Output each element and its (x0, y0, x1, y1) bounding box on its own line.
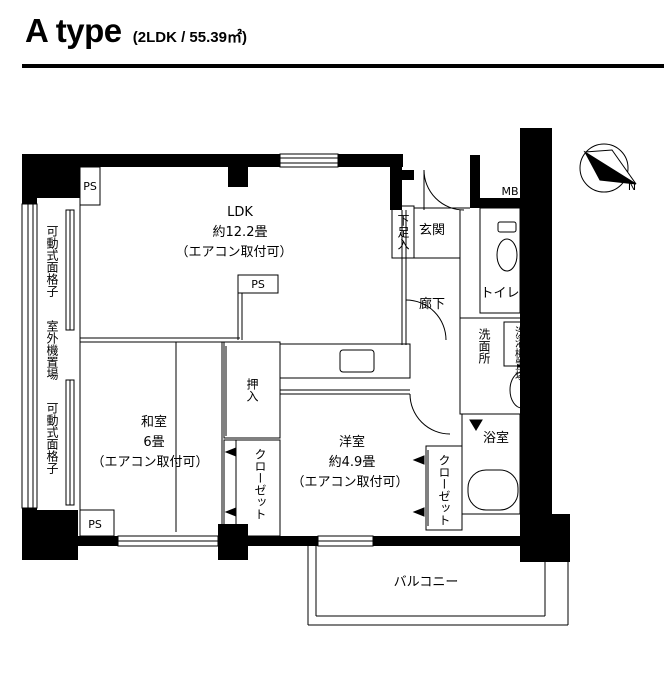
mb-label: MB (501, 185, 518, 198)
rouka-label: 廊下 (419, 296, 445, 312)
ps-label-3: PS (88, 518, 102, 531)
genkan-label: 玄関 (419, 223, 445, 238)
plan-type-title: A type (25, 12, 122, 49)
windows (21, 153, 374, 547)
youshitsu-name: 洋室 (339, 434, 365, 450)
lattice-label-2: 可動式面格子 (45, 402, 59, 474)
vertical-labels: 可動式面格子 室外機置場 可動式面格子 押入 クローゼット クローゼット 下足入… (45, 214, 527, 526)
ps-label-2: PS (251, 278, 265, 291)
youshitsu-note: （エアコン取付可） (291, 475, 408, 490)
ldk-size: 約12.2畳 (213, 225, 268, 240)
toilet-label: トイレ (480, 286, 519, 301)
compass-n-label: N (628, 180, 636, 193)
compass-icon (579, 143, 637, 193)
ldk-name: LDK (227, 205, 253, 220)
plan-type-subtitle: (2LDK / 55.39㎡) (132, 29, 247, 46)
closet-label-2: クローゼット (437, 454, 451, 526)
closet-label-1: クローゼット (253, 448, 267, 520)
youshitsu-size: 約4.9畳 (329, 455, 376, 470)
outdoor-unit-label: 室外機置場 (45, 319, 59, 381)
ldk-note: （エアコン取付可） (175, 245, 292, 260)
washitsu-name: 和室 (141, 414, 167, 430)
shoebox-label: 下足入 (396, 214, 410, 250)
washitsu-note: （エアコン取付可） (91, 455, 208, 470)
partitions (79, 166, 569, 626)
tana-label: 棚 (524, 261, 535, 275)
ps-label-1: PS (83, 180, 97, 193)
balcony-label: バルコニー (394, 575, 459, 590)
room-labels: LDK 約12.2畳 （エアコン取付可） 和室 6畳 （エアコン取付可） 洋室 … (83, 180, 636, 590)
washer-label: 洗濯機置場 (514, 326, 527, 382)
senmenjo-label: 洗面所 (477, 328, 491, 364)
yokushitsu-label: 浴室 (483, 430, 509, 446)
title-rule (22, 64, 664, 68)
washitsu-size: 6畳 (143, 435, 164, 450)
oshiire-label: 押入 (245, 378, 259, 402)
lattice-label-1: 可動式面格子 (45, 225, 59, 297)
page-title: A type (2LDK / 55.39㎡) (25, 12, 247, 50)
walls (22, 128, 570, 562)
